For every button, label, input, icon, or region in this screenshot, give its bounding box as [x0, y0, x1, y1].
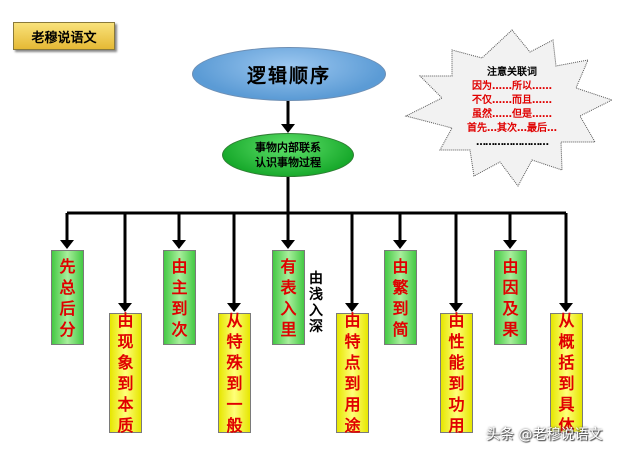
note-blank-line: ……………………	[476, 137, 549, 148]
branch-box: 由因及果	[494, 250, 527, 345]
title-oval: 逻辑顺序	[192, 47, 386, 101]
branch-box: 有表入里	[272, 250, 305, 345]
branch-box: 由特点到用途	[336, 311, 369, 435]
branch-arrowhead	[503, 240, 517, 249]
branch-box: 先总后分	[51, 250, 84, 345]
starburst-callout	[404, 29, 614, 187]
subtitle-oval: 事物内部联系 认识事物过程	[222, 133, 354, 177]
branch-arrowhead	[393, 240, 407, 249]
branch-box: 从概括到具体	[550, 311, 583, 435]
branch-arrowhead	[60, 240, 74, 249]
branch-arrowhead	[172, 240, 186, 249]
branch-box: 由主到次	[163, 250, 196, 345]
branch-arrowhead	[281, 240, 295, 249]
branch-box: 由性能到功用	[440, 311, 473, 435]
note-line: 虽然……但是……	[472, 109, 552, 120]
branch-arrowhead	[449, 303, 463, 312]
note-line: 不仅……而且……	[472, 95, 552, 106]
branch-arrowhead	[227, 303, 241, 312]
branch-box: 由繁到简	[384, 250, 417, 345]
watermark: 头条 @老穆说语文	[486, 427, 603, 443]
note-heading: 注意关联词	[487, 67, 537, 78]
subtitle-line-2: 认识事物过程	[255, 156, 321, 169]
branch-box: 由现象到本质	[109, 311, 142, 435]
branch-box: 从特殊到一般	[218, 311, 251, 435]
diagram-title: 逻辑顺序	[246, 64, 331, 87]
branch-arrowhead	[118, 303, 132, 312]
branch-arrowhead	[559, 303, 573, 312]
note-line: 首先…其次…最后…	[467, 123, 557, 134]
note-text: 注意关联词 因为……所以…… 不仅……而且…… 虽然……但是…… 首先…其次…最…	[452, 66, 572, 150]
note-line: 因为……所以……	[472, 81, 552, 92]
brand-badge: 老穆说语文	[13, 22, 115, 50]
subtitle-line-1: 事物内部联系	[255, 141, 321, 154]
side-label: 由浅入深	[309, 271, 323, 335]
branch-arrowhead	[345, 303, 359, 312]
